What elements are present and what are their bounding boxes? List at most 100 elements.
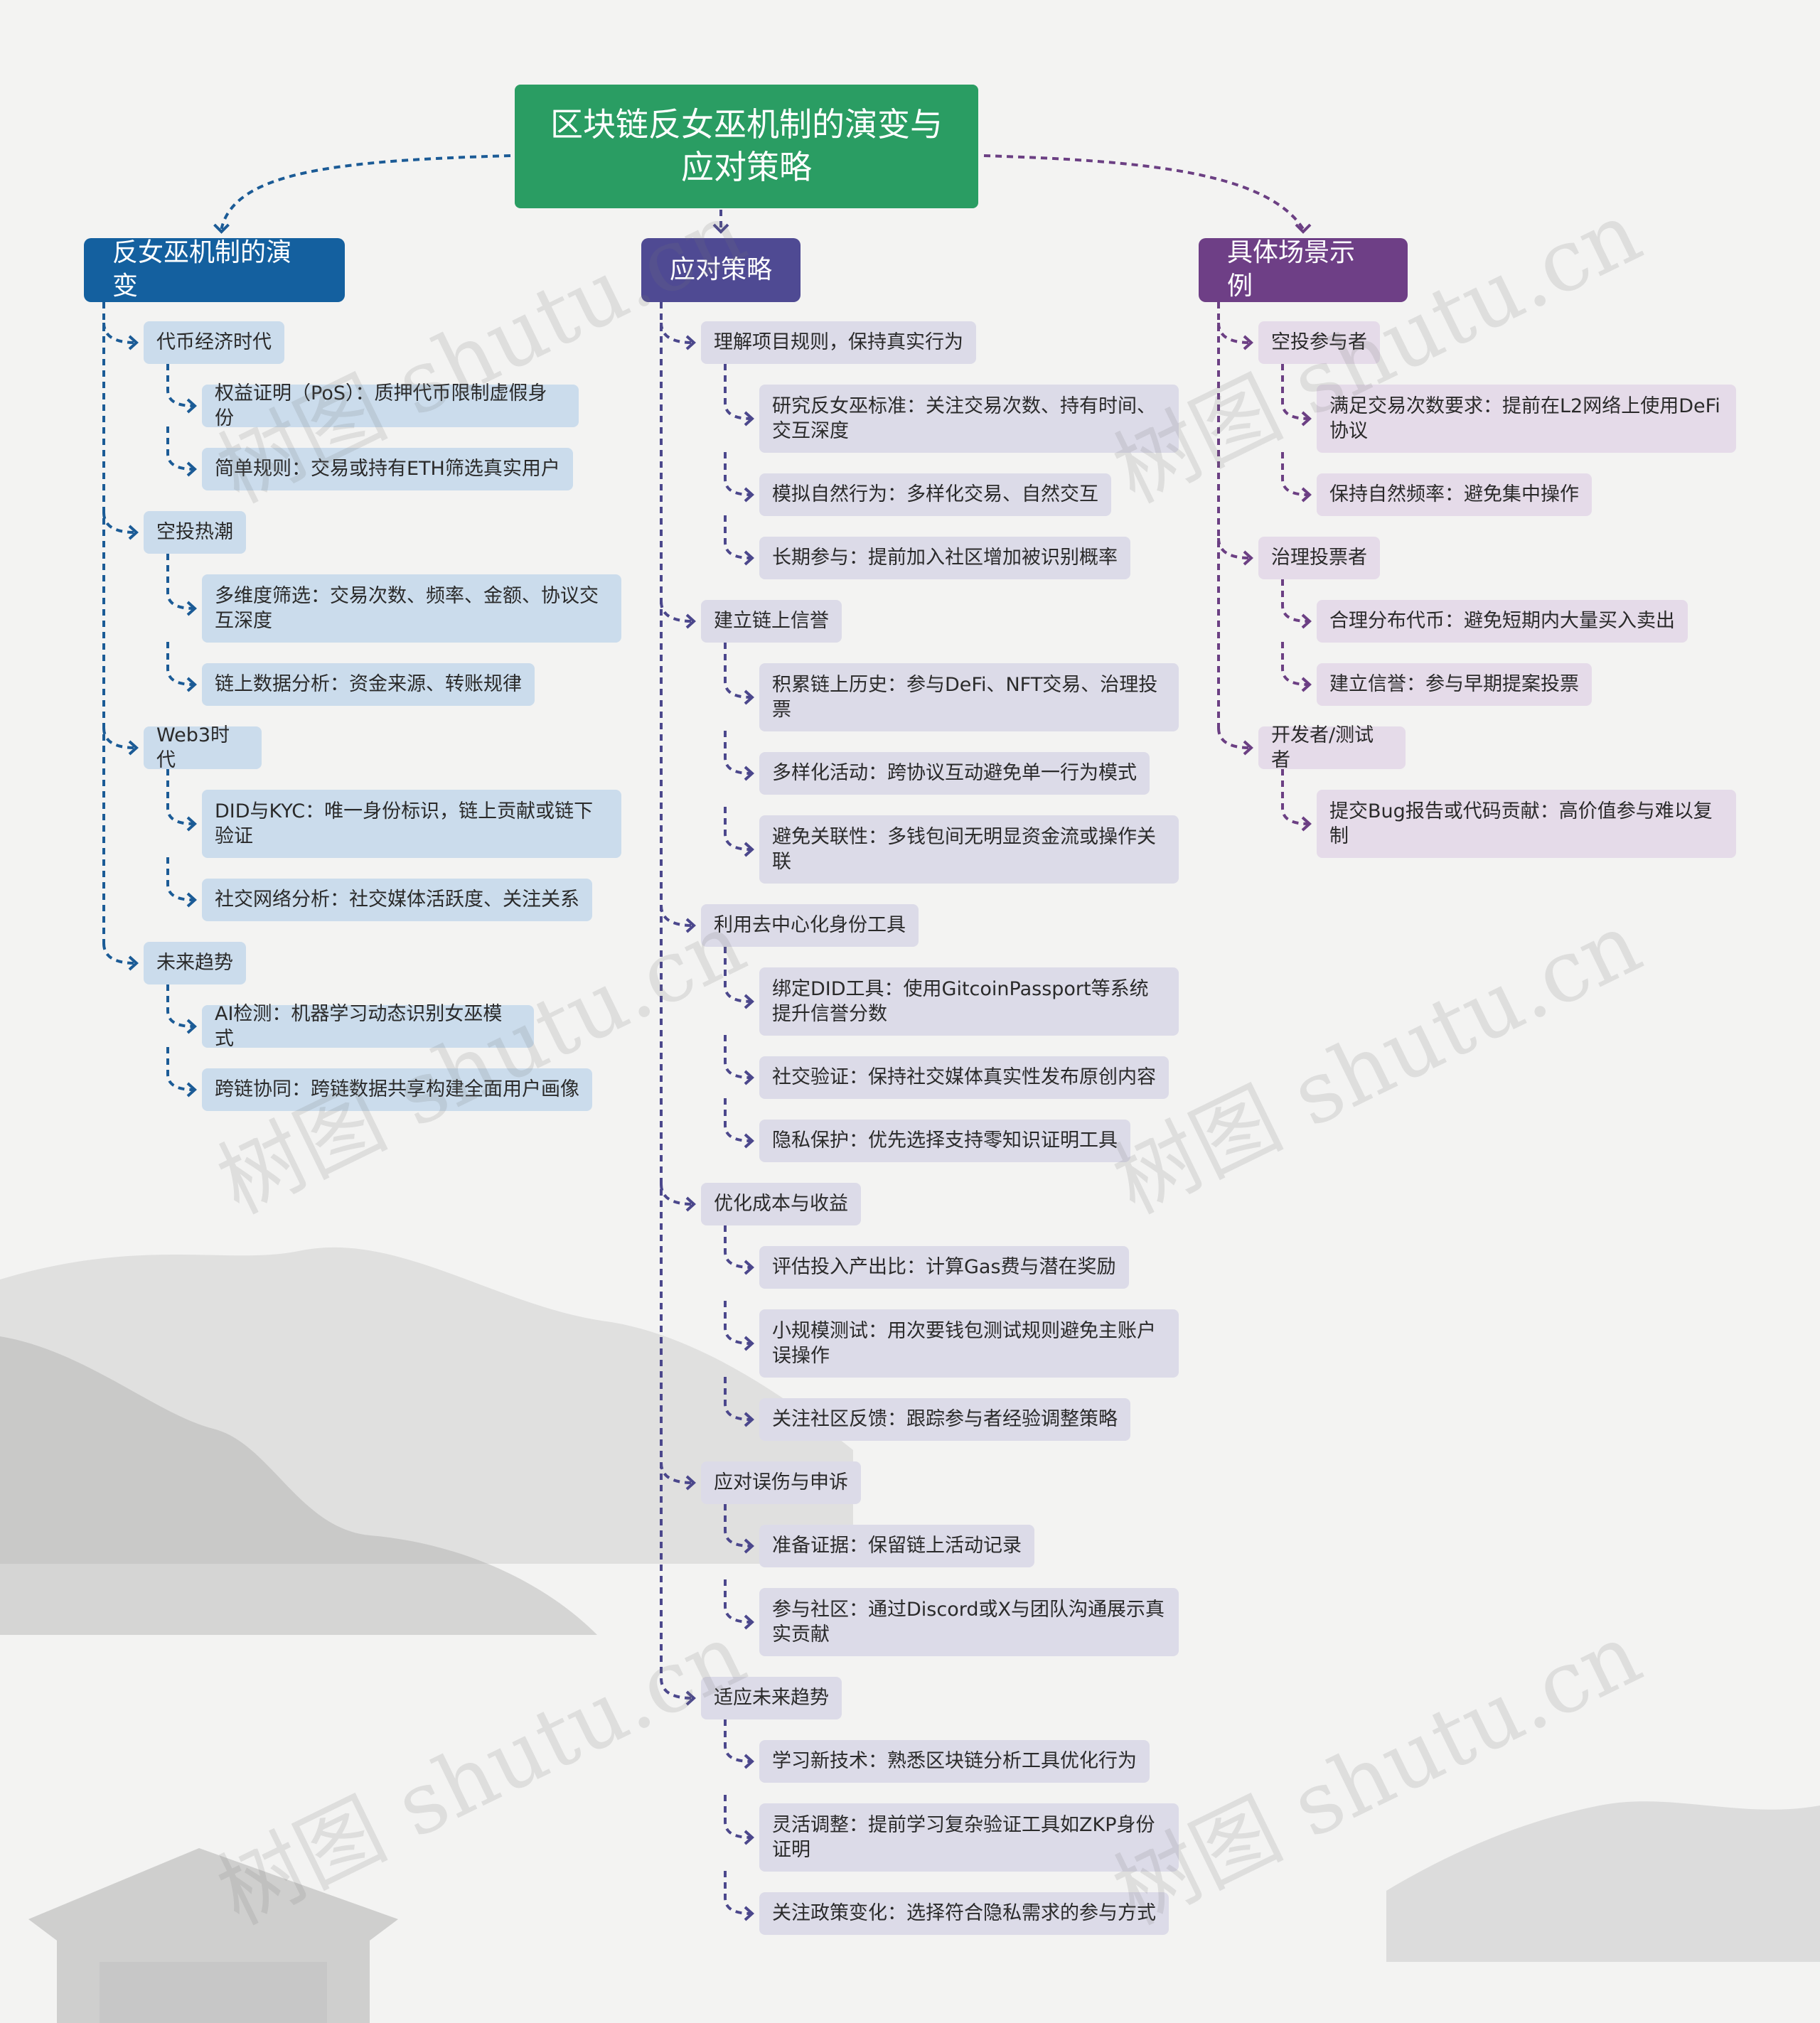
link-b3-t1-i2 bbox=[1281, 452, 1309, 496]
arrow-b2-t2 bbox=[685, 613, 696, 629]
branch-2-topic-1-item-1[interactable]: 研究反女巫标准：关注交易次数、持有时间、交互深度 bbox=[759, 385, 1179, 453]
branch-1-title[interactable]: 反女巫机制的演变 bbox=[84, 238, 345, 302]
branch-3-topic-2-item-1[interactable]: 合理分布代币：避免短期内大量买入卖出 bbox=[1317, 600, 1688, 643]
branch-2-topic-4-item-1[interactable]: 评估投入产出比：计算Gas费与潜在奖励 bbox=[759, 1246, 1129, 1289]
link-b2-t3-i3 bbox=[724, 1098, 751, 1142]
arrow-b3-t2-i2 bbox=[1301, 677, 1312, 692]
branch-1-topic-2-item-2[interactable]: 链上数据分析：资金来源、转账规律 bbox=[202, 663, 535, 706]
link-b2-t1-i3 bbox=[724, 515, 751, 559]
link-b1-t3-i2 bbox=[166, 857, 194, 901]
branch-2-topic-3[interactable]: 利用去中心化身份工具 bbox=[701, 904, 919, 947]
link-b3-t2-i1 bbox=[1281, 579, 1309, 623]
branch-2-topic-4[interactable]: 优化成本与收益 bbox=[701, 1183, 861, 1225]
arrow-b2-t3 bbox=[685, 918, 696, 933]
link-b2-t2-i2 bbox=[724, 731, 751, 775]
branch-1-topic-4-item-1[interactable]: AI检测：机器学习动态识别女巫模式 bbox=[202, 1003, 534, 1050]
branch-1-topic-3-item-1[interactable]: DID与KYC：唯一身份标识，链上贡献或链下验证 bbox=[202, 790, 621, 858]
branch-1-topic-1-item-1[interactable]: 权益证明（PoS）：质押代币限制虚假身份 bbox=[202, 382, 579, 429]
branch-2-topic-6-item-2[interactable]: 灵活调整：提前学习复杂验证工具如ZKP身份证明 bbox=[759, 1803, 1179, 1872]
branch-2-topic-1[interactable]: 理解项目规则，保持真实行为 bbox=[701, 321, 976, 364]
branch-2-topic-3-item-3[interactable]: 隐私保护：优先选择支持零知识证明工具 bbox=[759, 1120, 1130, 1162]
branch-1-topic-1-item-2[interactable]: 简单规则：交易或持有ETH筛选真实用户 bbox=[202, 448, 573, 490]
root-topic[interactable]: 区块链反女巫机制的演变与应对策略 bbox=[515, 85, 978, 208]
branch-2-topic-5-item-2[interactable]: 参与社区：通过Discord或X与团队沟通展示真实贡献 bbox=[759, 1588, 1179, 1656]
link-b2-t2-i3 bbox=[724, 807, 751, 851]
branch-2-topic-6-item-3[interactable]: 关注政策变化：选择符合隐私需求的参与方式 bbox=[759, 1892, 1169, 1935]
link-b3-t1 bbox=[1217, 322, 1251, 344]
link-b2-t1-i2 bbox=[724, 452, 751, 496]
arrow-b2-t6-i2 bbox=[744, 1830, 754, 1845]
arrow-b3-t2 bbox=[1243, 550, 1253, 566]
link-b2-t1-i1 bbox=[724, 364, 751, 420]
branch-2-topic-5-item-1[interactable]: 准备证据：保留链上活动记录 bbox=[759, 1525, 1034, 1567]
branch-3-title[interactable]: 具体场景示例 bbox=[1199, 238, 1408, 302]
arrow-b1-t1-i2 bbox=[186, 461, 197, 477]
arrow-b2-t5-i2 bbox=[744, 1614, 754, 1630]
arrow-b2-t3-i2 bbox=[744, 1070, 754, 1085]
branch-2-topic-4-item-3[interactable]: 关注社区反馈：跟踪参与者经验调整策略 bbox=[759, 1398, 1130, 1441]
branch-2-topic-1-item-2[interactable]: 模拟自然行为：多样化交易、自然交互 bbox=[759, 473, 1111, 516]
branch-3-topic-2-item-2[interactable]: 建立信誉：参与早期提案投票 bbox=[1317, 663, 1592, 706]
arrow-b3-t1-i2 bbox=[1301, 487, 1312, 503]
branch-3-topic-3-item-1[interactable]: 提交Bug报告或代码贡献：高价值参与难以复制 bbox=[1317, 790, 1736, 858]
arrow-b1-t3-i1 bbox=[186, 816, 197, 832]
arrow-b2-t2-i1 bbox=[744, 689, 754, 705]
link-b2-t2-i1 bbox=[724, 643, 751, 699]
branch-2-topic-4-item-2[interactable]: 小规模测试：用次要钱包测试规则避免主账户误操作 bbox=[759, 1309, 1179, 1378]
branch-2-topic-3-item-2[interactable]: 社交验证：保持社交媒体真实性发布原创内容 bbox=[759, 1056, 1169, 1099]
link-b1-t1-i2 bbox=[166, 426, 194, 471]
branch-2-topic-2-item-2[interactable]: 多样化活动：跨协议互动避免单一行为模式 bbox=[759, 752, 1150, 795]
branch-1-topic-2-item-1[interactable]: 多维度筛选：交易次数、频率、金额、协议交互深度 bbox=[202, 574, 621, 643]
branch-1-topic-3[interactable]: Web3时代 bbox=[144, 724, 262, 771]
branch-3-topic-1-item-2[interactable]: 保持自然频率：避免集中操作 bbox=[1317, 473, 1592, 516]
mountain-far bbox=[0, 1247, 853, 1564]
arrow-b2-t1-i1 bbox=[744, 411, 754, 426]
arrow-b1-t2 bbox=[128, 525, 139, 540]
link-b2-t5 bbox=[660, 1462, 693, 1484]
branch-1-topic-1[interactable]: 代币经济时代 bbox=[144, 321, 284, 364]
arrow-b2-t4-i1 bbox=[744, 1260, 754, 1275]
link-b1-t1-i1 bbox=[166, 364, 194, 407]
branch-3-topic-1[interactable]: 空投参与者 bbox=[1258, 321, 1380, 364]
link-b1-t1 bbox=[102, 322, 136, 344]
pavilion-body bbox=[100, 1962, 327, 2023]
arrow-b1-t3 bbox=[128, 740, 139, 756]
branch-1-topic-4[interactable]: 未来趋势 bbox=[144, 942, 246, 984]
arrow-b1-t1-i1 bbox=[186, 398, 197, 414]
branch-2-topic-6[interactable]: 适应未来趋势 bbox=[701, 1677, 842, 1719]
branch-2-topic-6-item-1[interactable]: 学习新技术：熟悉区块链分析工具优化行为 bbox=[759, 1740, 1150, 1783]
branch-2-topic-2-item-1[interactable]: 积累链上历史：参与DeFi、NFT交易、治理投票 bbox=[759, 663, 1179, 731]
arrow-b2-t3-i1 bbox=[744, 994, 754, 1009]
branch-3-topic-1-item-1[interactable]: 满足交易次数要求：提前在L2网络上使用DeFi协议 bbox=[1317, 385, 1736, 453]
root-arrow-2 bbox=[712, 223, 729, 234]
branch-2-topic-1-item-3[interactable]: 长期参与：提前加入社区增加被识别概率 bbox=[759, 537, 1130, 579]
arrow-b1-t4-i2 bbox=[186, 1082, 197, 1098]
branch-1-topic-3-item-2[interactable]: 社交网络分析：社交媒体活跃度、关注关系 bbox=[202, 879, 592, 921]
link-b2-t4-i3 bbox=[724, 1377, 751, 1421]
link-b2-t2 bbox=[660, 601, 693, 623]
branch-2-topic-5[interactable]: 应对误伤与申诉 bbox=[701, 1461, 861, 1504]
arrow-b1-t2-i2 bbox=[186, 677, 197, 692]
arrow-b3-t3-i1 bbox=[1301, 816, 1312, 832]
branch-3-topic-2[interactable]: 治理投票者 bbox=[1258, 537, 1380, 579]
arrow-b3-t2-i1 bbox=[1301, 613, 1312, 629]
root-arrow-1 bbox=[213, 223, 230, 234]
branch-2-topic-3-item-1[interactable]: 绑定DID工具：使用GitcoinPassport等系统提升信誉分数 bbox=[759, 967, 1179, 1036]
link-b3-t3-i1 bbox=[1281, 769, 1309, 825]
branch-1-topic-4-item-2[interactable]: 跨链协同：跨链数据共享构建全面用户画像 bbox=[202, 1068, 592, 1111]
link-b2-t6-i3 bbox=[724, 1871, 751, 1915]
root-link-3 bbox=[983, 154, 1305, 230]
branch-2-topic-2-item-3[interactable]: 避免关联性：多钱包间无明显资金流或操作关联 bbox=[759, 815, 1179, 884]
branch-2-title[interactable]: 应对策略 bbox=[641, 238, 801, 302]
branch-1-topic-2[interactable]: 空投热潮 bbox=[144, 511, 246, 554]
root-arrow-3 bbox=[1295, 223, 1312, 234]
arrow-b3-t1-i1 bbox=[1301, 411, 1312, 426]
arrow-b2-t4 bbox=[685, 1196, 696, 1212]
link-b1-t4-i2 bbox=[166, 1047, 194, 1091]
link-b3-t1-i1 bbox=[1281, 364, 1309, 420]
branch-2-topic-2[interactable]: 建立链上信誉 bbox=[701, 600, 842, 643]
link-b2-t4-i1 bbox=[724, 1225, 751, 1269]
arrow-b2-t4-i3 bbox=[744, 1412, 754, 1427]
branch-3-topic-3[interactable]: 开发者/测试者 bbox=[1258, 724, 1406, 771]
